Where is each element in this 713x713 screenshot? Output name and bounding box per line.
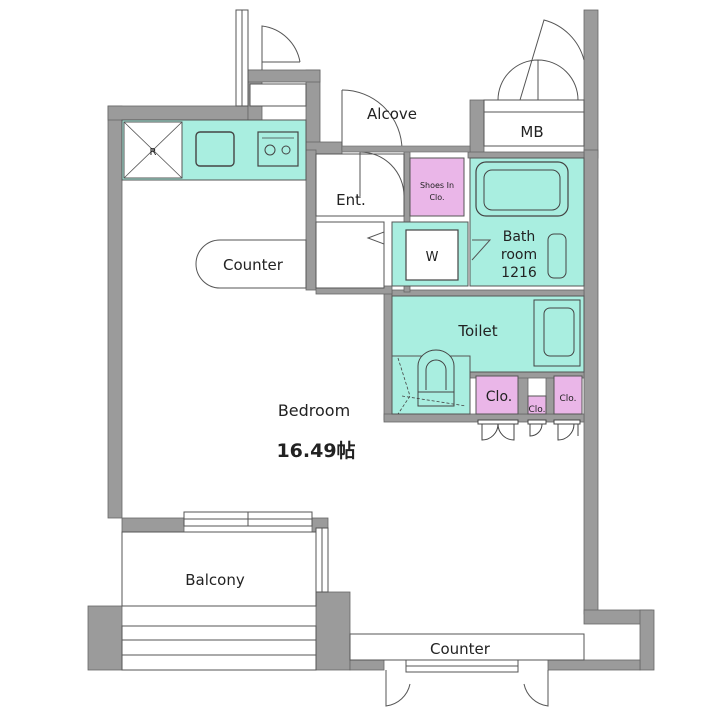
refrigerator-mark: R	[150, 147, 157, 158]
counter-bottom-label: Counter	[430, 640, 491, 658]
closets	[475, 375, 583, 441]
bedroom-area-label: 16.49帖	[276, 439, 355, 462]
bathroom-label-3: 1216	[501, 265, 537, 281]
mb-label: MB	[520, 123, 543, 141]
upper-left-door	[235, 9, 307, 107]
washer-label: W	[426, 250, 439, 265]
alcove-label: Alcove	[367, 105, 417, 123]
bedroom-window	[183, 511, 313, 527]
shoes-closet	[409, 157, 465, 217]
entrance-label: Ent.	[336, 191, 366, 209]
closet-small-a-label: Clo.	[529, 405, 546, 415]
bathroom-label-2: room	[501, 247, 537, 263]
walls	[87, 9, 655, 671]
kitchen-counter	[121, 119, 307, 181]
bathroom-label-1: Bath	[503, 229, 536, 245]
counter-left-shape	[195, 239, 307, 289]
balcony-label: Balcony	[185, 571, 245, 589]
washer-area	[391, 221, 469, 287]
bedroom-label: Bedroom	[278, 401, 350, 420]
toilet-label: Toilet	[457, 322, 497, 340]
toilet-room	[391, 295, 585, 415]
shoes-closet-label-1: Shoes In	[420, 181, 454, 190]
entrance-area	[315, 151, 405, 289]
counter-bottom-shape	[349, 633, 585, 661]
shoes-closet-label-2: Clo.	[429, 193, 444, 202]
alcove-area	[341, 89, 471, 153]
closet-large-label: Clo.	[486, 389, 512, 405]
balcony-frame	[121, 527, 329, 671]
bottom-door	[385, 659, 549, 707]
counter-left-label: Counter	[223, 256, 284, 274]
bathroom	[469, 157, 585, 287]
mb-area	[483, 19, 585, 147]
closet-small-b-label: Clo.	[560, 394, 577, 404]
